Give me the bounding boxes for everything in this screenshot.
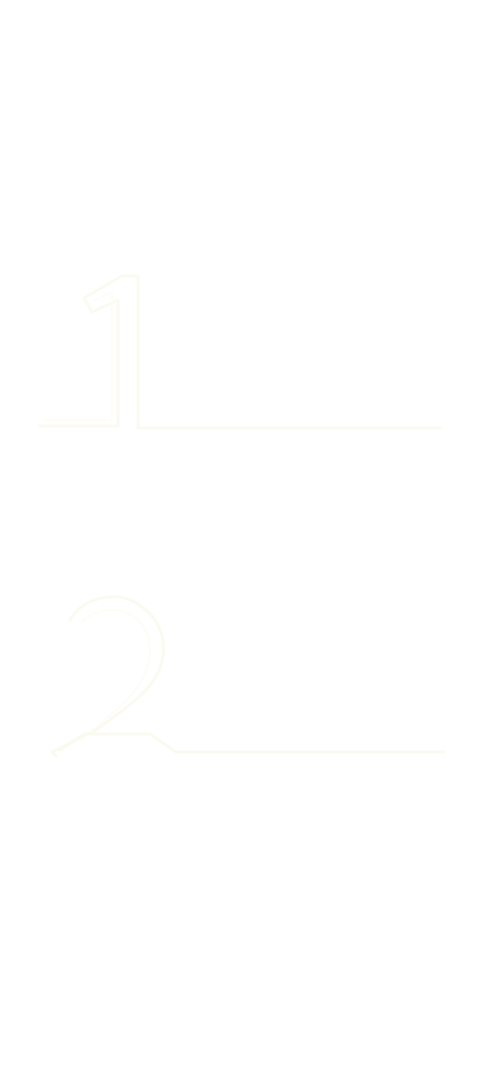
numeral-2-outline bbox=[50, 595, 165, 758]
numeral-1-inner-outline bbox=[45, 291, 113, 421]
numeral-2-base bbox=[58, 732, 178, 754]
numeral-2-inner-outline bbox=[81, 609, 152, 735]
numeral-1-outline bbox=[38, 274, 140, 428]
step-2-marker bbox=[50, 595, 446, 758]
step-1-marker bbox=[38, 274, 442, 430]
